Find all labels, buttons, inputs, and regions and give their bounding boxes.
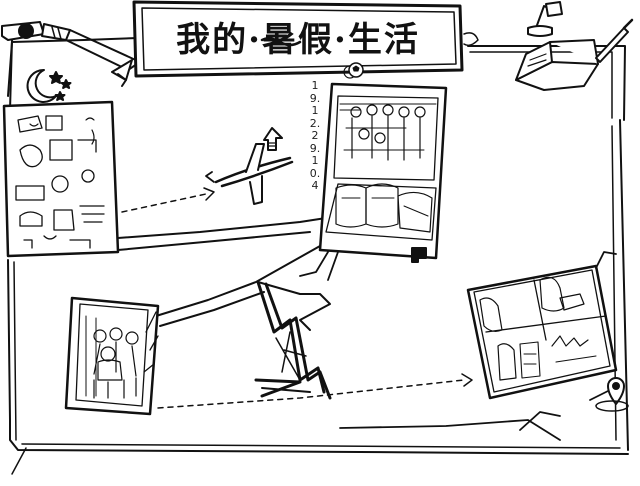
dashed-arrow-2: [157, 373, 473, 409]
connector-lines: [299, 251, 623, 441]
paper-plane-icon: [111, 59, 133, 87]
date-text: 19.12.29.10.4: [309, 79, 321, 192]
open-book-icon: [515, 39, 599, 91]
soccer-ball-icon: [348, 62, 364, 78]
moon-stars-icon: [26, 68, 72, 103]
dashed-arrow-1: [121, 187, 215, 213]
pen-icon: [595, 18, 634, 63]
photo-family-left: [64, 296, 160, 416]
airplane-icon: [205, 143, 294, 205]
photo-activities-right: [466, 264, 618, 400]
desk-lamp-icon: [527, 1, 563, 37]
title-banner-shape: [132, 0, 479, 78]
arrow-up-icon: [263, 127, 283, 151]
page-title: 我的·暑假·生活: [176, 19, 420, 60]
zigzag-bridge: [254, 280, 332, 400]
photo-group-center: [318, 65, 448, 263]
pencil-icon: [1, 21, 141, 71]
map-pin-icon: [595, 377, 629, 412]
photo-sketch-left: [2, 100, 120, 258]
